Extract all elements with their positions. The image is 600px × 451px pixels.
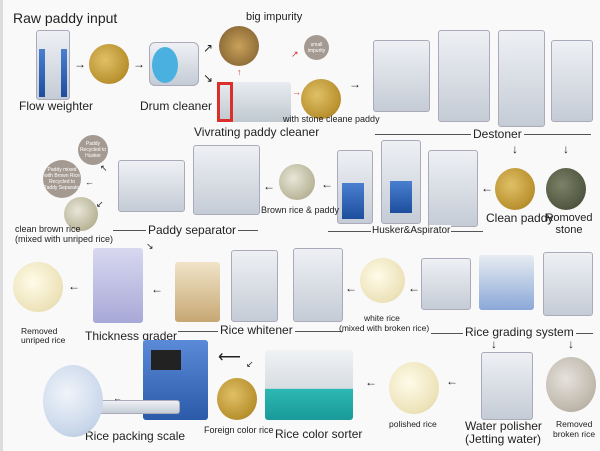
polished-rice-circle <box>389 362 439 414</box>
big-impurity-label: big impurity <box>246 11 303 23</box>
arrow-left-icon: ← <box>365 375 377 389</box>
color-sorter-machine <box>265 350 353 420</box>
flow-weighter-machine <box>36 30 70 100</box>
whitener-label: Rice whitener <box>218 323 295 337</box>
aspirator-machine <box>428 150 478 227</box>
drum-cleaner-machine <box>149 42 199 86</box>
water-polisher-label-2: (Jetting water) <box>465 432 542 446</box>
arrow-left-icon: ← <box>446 374 458 388</box>
packed-rice-bags-circle <box>43 365 103 437</box>
arrow-down-right-icon: ↘ <box>203 71 214 85</box>
arrow-left-icon: ← <box>85 177 94 187</box>
grading-label: Rice grading system <box>463 325 576 339</box>
stone-paddy-label: with stone cleane paddy <box>283 114 380 124</box>
removed-unriped-label-2: unriped rice <box>21 335 66 345</box>
husker-machine-2 <box>381 140 421 224</box>
paddy-separator-label: Paddy separator <box>146 223 239 237</box>
foreign-color-label: Foreign color rice <box>204 425 274 435</box>
removed-broken-label-2: broken rice <box>553 429 596 439</box>
arrow-right-icon: → <box>292 87 301 97</box>
clean-paddy-circle <box>495 168 535 210</box>
removed-broken-label-1: Removed <box>556 419 593 429</box>
destoner-label: Destoner <box>471 127 524 141</box>
polished-rice-label: polished rice <box>389 419 437 429</box>
foreign-color-rice-circle <box>217 378 257 420</box>
destoner-machine-3 <box>498 30 545 127</box>
arrow-down-icon: ↓ <box>563 142 569 156</box>
grading-machine-3 <box>543 252 593 316</box>
thickness-grader-label: Thickness grader <box>85 329 178 343</box>
arrow-down-left-icon: ↙ <box>96 199 104 209</box>
brown-paddy-label: Brown rice & paddy <box>261 205 340 215</box>
arrow-left-icon: ← <box>481 181 493 195</box>
paddy-separator-machine-2 <box>193 145 260 215</box>
arrow-left-icon: ← <box>151 282 163 296</box>
husker-machine-1 <box>337 150 373 224</box>
whitener-machine-3 <box>293 248 343 322</box>
arrow-left-icon: ← <box>113 393 122 403</box>
arrow-down-icon: ↓ <box>491 337 497 351</box>
arrow-right-icon: → <box>133 57 145 71</box>
water-polisher-label-1: Water polisher <box>465 419 542 433</box>
arrow-down-icon: ↓ <box>568 337 574 351</box>
removed-stone-circle <box>546 168 586 210</box>
arrow-down-icon: ↓ <box>512 142 518 156</box>
white-rice-label-1: white rice <box>364 313 400 323</box>
removed-broken-circle <box>546 357 596 412</box>
grading-machine-1 <box>421 258 471 310</box>
arrow-right-icon: → <box>74 57 86 71</box>
arrow-left-icon: ← <box>345 281 357 295</box>
white-rice-circle <box>360 258 405 303</box>
arrow-up-icon: ↑ <box>237 67 242 77</box>
white-rice-label-2: (mixed with broken rice) <box>339 323 430 333</box>
big-impurity-circle <box>219 26 259 66</box>
arrow-down-left-icon: ↙ <box>246 359 254 369</box>
destoner-machine-4 <box>551 40 593 122</box>
water-polisher-machine <box>481 352 533 420</box>
clean-brown-label-2: (mixed with unriped rice) <box>15 234 114 244</box>
paddy-recycled-circle: Paddy Recycled to Husker <box>78 135 108 165</box>
brown-paddy-circle <box>279 164 315 200</box>
arrow-up-right-icon: ↗ <box>291 49 299 59</box>
stone-paddy-circle <box>301 79 341 119</box>
arrow-left-icon: ← <box>263 179 275 193</box>
vibrating-cleaner-machine <box>217 82 291 122</box>
clean-brown-rice-circle <box>64 197 98 231</box>
destoner-machine-1 <box>373 40 430 112</box>
removed-unriped-circle <box>13 262 63 312</box>
small-impurity-circle: small impurity <box>304 35 329 60</box>
arrow-down-right-icon: ↘ <box>146 241 154 251</box>
vibrating-cleaner-label: Vivrating paddy cleaner <box>194 125 320 139</box>
paddy-mixed-circle: Paddy mixed with Brown Rice Recycled to … <box>43 160 81 198</box>
arrow-up-right-icon: ↗ <box>203 41 214 55</box>
removed-unriped-label-1: Removed <box>21 326 58 336</box>
raw-paddy-circle <box>89 44 129 84</box>
husker-label: Husker&Aspirator <box>371 225 452 237</box>
arrow-right-icon: → <box>349 77 361 91</box>
paddy-separator-machine-1 <box>118 160 185 212</box>
arrow-up-left-icon: ↖ <box>100 163 108 173</box>
packing-label: Rice packing scale <box>85 429 186 443</box>
arrow-left-icon: ← <box>68 279 80 293</box>
diagram-title: Raw paddy input <box>13 10 118 26</box>
clean-brown-label-1: clean brown rice <box>15 224 81 234</box>
packing-conveyor <box>98 400 180 414</box>
whitener-machine-2 <box>231 250 278 322</box>
arrow-left-icon: ← <box>408 281 420 295</box>
removed-stone-label: Romoved stone <box>545 212 593 236</box>
drum-cleaner-label: Drum cleaner <box>140 99 213 113</box>
clean-paddy-label: Clean paddy <box>486 211 554 225</box>
arrow-left-icon: ⟵ <box>218 349 241 366</box>
grading-machine-2 <box>479 255 534 310</box>
whitener-machine-1 <box>175 262 220 322</box>
color-sorter-label: Rice color sorter <box>275 427 363 441</box>
flow-weighter-label: Flow weighter <box>19 99 94 113</box>
destoner-machine-2 <box>438 30 490 122</box>
thickness-grader-machine <box>93 248 143 323</box>
arrow-left-icon: ← <box>321 177 333 191</box>
